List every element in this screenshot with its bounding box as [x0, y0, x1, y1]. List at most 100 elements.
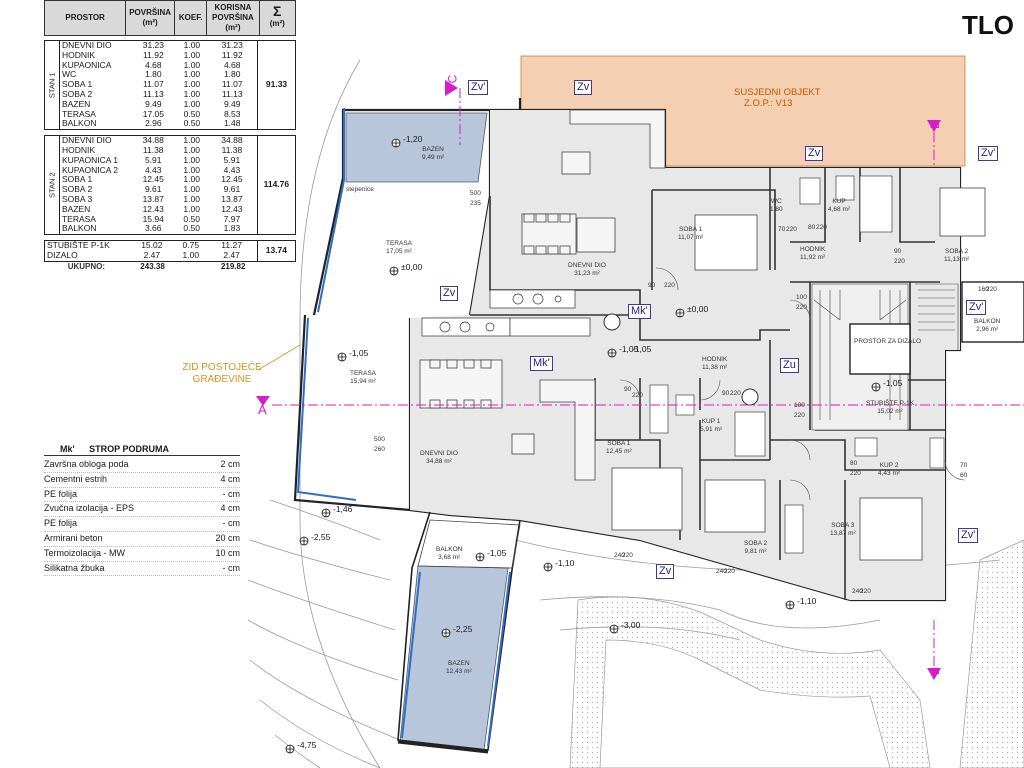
level-value: -1,05	[349, 348, 369, 358]
tag-zv8: Zv	[656, 564, 675, 579]
cell-usable: 4.68	[223, 59, 241, 70]
layer-thickness: 4 cm	[220, 503, 240, 514]
cell-area: 4.68	[145, 59, 162, 70]
dimension-value: 220	[860, 588, 871, 595]
cell-area: 2.96	[145, 118, 162, 129]
level-value: -1,20	[403, 134, 423, 144]
level-value: -4,75	[297, 740, 317, 750]
cell-room: KUPAONICA	[61, 59, 112, 70]
cell-area: 1.80	[145, 69, 162, 80]
dimension-value: 220	[794, 412, 805, 419]
room-name: BALKON	[436, 546, 463, 553]
room-area: 12,45 m²	[606, 448, 632, 455]
dimension-value: 70	[778, 226, 786, 233]
tag-mk1: Mk'	[628, 304, 651, 319]
cell-usable: 31.23	[221, 40, 243, 50]
dimension-value: 80	[850, 460, 858, 467]
cell-area: 9.49	[145, 98, 162, 109]
dimension-value: 70	[960, 462, 968, 469]
neighbor-building-label: SUSJEDNI OBJEKT Z.O.P.: V13	[734, 87, 821, 109]
dimension-value: 90	[894, 248, 902, 255]
col-area: POVRŠINA(m²)	[125, 0, 175, 36]
level-marker-cross	[608, 349, 616, 357]
dimension-value: 100	[794, 402, 805, 409]
cell-usable: 11.38	[221, 144, 243, 155]
room-area: 9,49 m²	[422, 154, 445, 161]
dimension-value: 220	[632, 392, 643, 399]
room-area: 13,87 m²	[830, 530, 856, 537]
tag-zv7: Zv'	[958, 528, 979, 543]
cell-room: SOBA 3	[61, 193, 93, 204]
room-name: PROSTOR ZA DIZALO	[854, 338, 922, 345]
group-total: 114.76	[256, 135, 296, 235]
cell-usable: 9.49	[223, 98, 241, 109]
tag-zv3: Zv	[805, 146, 824, 161]
cell-usable: 12.43	[221, 203, 243, 214]
level-value: -1,46	[333, 504, 353, 514]
col-room: PROSTOR	[43, 0, 127, 36]
cell-room: HODNIK	[61, 144, 96, 155]
level-marker-cross	[322, 509, 330, 517]
cell-room: WC	[61, 69, 77, 80]
level-value: -1,05	[632, 344, 652, 354]
cell-coef: 0.50	[183, 223, 200, 234]
dimension-value: 220	[730, 390, 741, 397]
cell-room: HODNIK	[61, 49, 96, 60]
cell-usable: 1.48	[223, 118, 241, 129]
dimension-value: 240	[614, 552, 625, 559]
section-lines	[272, 88, 1024, 668]
layer-thickness: - cm	[222, 562, 241, 573]
room-area: 2,96 m²	[976, 326, 999, 333]
tag-zv5: Zv	[440, 286, 459, 301]
cell-room: TERASA	[61, 213, 96, 224]
layer-material: PE folija	[44, 488, 78, 499]
room-area: 5,91 m²	[700, 426, 723, 433]
room-name: SOBA 2	[945, 248, 969, 255]
level-value: -1,05	[619, 344, 639, 354]
layer-thickness: 2 cm	[220, 459, 240, 469]
room-name: KUP	[832, 198, 846, 205]
cell-room: DNEVNI DIO	[61, 135, 112, 146]
cell-usable: 5.91	[223, 154, 241, 165]
room-name: KUP 2	[879, 462, 899, 469]
cell-coef: 1.00	[183, 88, 201, 99]
grand-total-area: 243.38	[140, 261, 165, 271]
room-area: 3,68 m²	[438, 554, 461, 561]
layer-thickness: 4 cm	[220, 473, 240, 484]
cell-coef: 1.00	[183, 174, 200, 185]
cell-area: 3.66	[144, 223, 162, 234]
dimension-value: 220	[816, 224, 827, 231]
level-marker-cross	[610, 625, 618, 633]
cell-area: 12.45	[142, 174, 164, 185]
room-name: TERASA	[386, 240, 413, 247]
dimension-value: 500	[470, 190, 481, 197]
cell-area: 11.38	[142, 144, 164, 155]
room-name: KUP 1	[701, 418, 721, 425]
dimension-value: 240	[852, 588, 863, 595]
level-marker-cross	[300, 537, 308, 545]
level-value: ±0,00	[687, 304, 709, 314]
dimension-value: 80	[808, 224, 816, 231]
cell-usable: 11.27	[221, 240, 242, 251]
room-area: 31,23 m²	[574, 270, 600, 277]
cell-coef: 0.50	[183, 118, 201, 129]
room-name: BAZEN	[447, 660, 470, 667]
room-area: 12,43 m²	[446, 668, 472, 675]
room-area: 11,92 m²	[800, 254, 826, 261]
cell-room: STUBIŠTE P-1K	[47, 240, 110, 251]
